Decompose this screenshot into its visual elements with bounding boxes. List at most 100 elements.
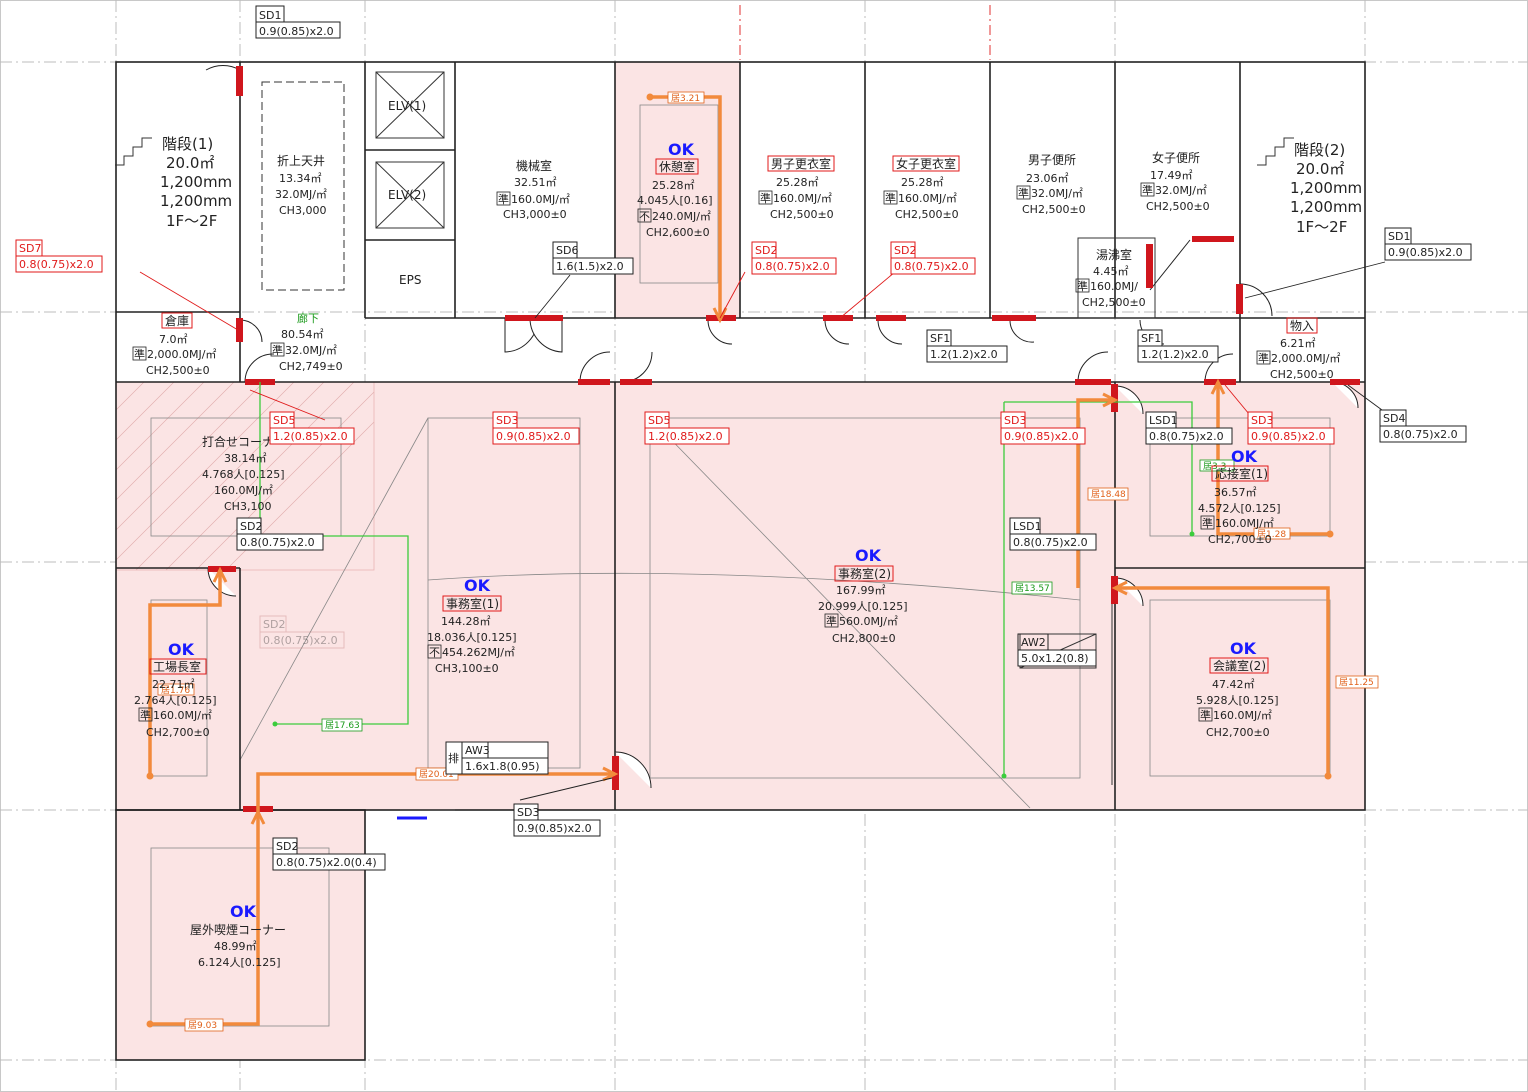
room-people: 2.764人[0.125] (134, 694, 217, 707)
door-tag-sd1b[interactable]: SD1 0.9(0.85)x2.0 (1384, 227, 1472, 261)
room-manager[interactable]: OK 工場長室 22.71㎡ 2.764人[0.125] 準 160.0MJ/㎡… (134, 640, 217, 739)
room-elv-1[interactable]: ELV(1) (388, 99, 426, 113)
room-name: ELV(2) (388, 188, 426, 202)
room-area: 6.21㎡ (1280, 337, 1316, 350)
door-tag-sf1a[interactable]: SF1 1.2(1.2)x2.0 (926, 329, 1008, 363)
room-ceiling-height: CH2,500±0 (1146, 200, 1210, 213)
svg-text:1.6x1.8(0.95): 1.6x1.8(0.95) (465, 760, 540, 773)
room-ceiling-height: CH3,000 (279, 204, 326, 217)
door-tag-sd3b[interactable]: SD3 0.9(0.85)x2.0 (1000, 411, 1086, 445)
room-kind: 準 (272, 343, 283, 357)
door-tag-sd3c[interactable]: SD3 0.9(0.85)x2.0 (1247, 411, 1335, 445)
room-area: 32.51㎡ (514, 176, 557, 189)
room-area: 38.14㎡ (224, 452, 267, 465)
door-tag-sd2c[interactable]: SD2 0.8(0.75)x2.0 (236, 517, 324, 551)
room-ceiling[interactable]: 折上天井 13.34㎡ 32.0MJ/㎡ CH3,000 (275, 153, 327, 217)
door-tag-sd6[interactable]: SD6 1.6(1.5)x2.0 (552, 241, 634, 275)
room-office-2[interactable]: OK 事務室(2) 167.99㎡ 20.999人[0.125] 準 560.0… (818, 546, 908, 645)
door-tag-sd5b[interactable]: SD5 1.2(0.85)x2.0 (644, 411, 730, 445)
door-tag-sd2d[interactable]: SD2 0.8(0.75)x2.0(0.4) (272, 837, 386, 871)
door-tag-sd2-ghost[interactable]: SD2 0.8(0.75)x2.0 (259, 615, 345, 649)
window-tag-aw2[interactable]: AW2 5.0x1.2(0.8) (1017, 633, 1097, 667)
room-kettle[interactable]: 湯沸室 4.45㎡ 準 160.0MJ/ CH2,500±0 (1075, 247, 1146, 309)
room-area: 47.42㎡ (1212, 678, 1255, 691)
door-tag-sf1b[interactable]: SF1 1.2(1.2)x2.0 (1137, 329, 1219, 363)
svg-text:SD3: SD3 (517, 806, 539, 819)
room-name: 機械室 (516, 158, 552, 173)
svg-text:0.8(0.75)x2.0: 0.8(0.75)x2.0 (1013, 536, 1088, 549)
room-female-toilet[interactable]: 女子便所 17.49㎡ 準 32.0MJ/㎡ CH2,500±0 (1140, 150, 1210, 213)
room-area: 48.99㎡ (214, 940, 257, 953)
window-tag-aw3[interactable]: 排 AW3 1.6x1.8(0.95) (445, 741, 549, 775)
room-kind: 準 (1202, 516, 1213, 530)
room-male-toilet[interactable]: 男子便所 23.06㎡ 準 32.0MJ/㎡ CH2,500±0 (1016, 153, 1086, 216)
room-ceiling-height: CH2,500±0 (1270, 368, 1334, 381)
door-tag-lsd1b[interactable]: LSD1 0.8(0.75)x2.0 (1009, 517, 1097, 551)
room-people: 18.036人[0.125] (427, 631, 517, 644)
door-tag-sd1a[interactable]: SD1 0.9(0.85)x2.0 (255, 5, 341, 39)
room-meeting-corner[interactable]: 打合せコーナー 38.14㎡ 4.768人[0.125] 160.0MJ/㎡ C… (202, 434, 286, 513)
svg-text:SD2: SD2 (755, 244, 777, 257)
svg-text:LSD1: LSD1 (1149, 414, 1178, 427)
room-male-locker[interactable]: 男子更衣室 25.28㎡ 準 160.0MJ/㎡ CH2,500±0 (758, 155, 835, 221)
room-ceiling-height: CH3,100±0 (435, 662, 499, 675)
door-tag-sd7[interactable]: SD7 0.8(0.75)x2.0 (15, 239, 103, 273)
svg-text:SD2: SD2 (276, 840, 298, 853)
route-tag: 居18.48 (1087, 487, 1129, 501)
room-name: 倉庫 (165, 313, 189, 328)
room-area: 23.06㎡ (1026, 172, 1069, 185)
route-tag: 居9.03 (184, 1018, 224, 1032)
room-kind: 準 (134, 347, 145, 361)
room-name: 屋外喫煙コーナー (190, 923, 286, 937)
room-stair-2[interactable]: 階段(2) 20.0㎡ 1,200mm 1,200mm 1F～2F (1290, 141, 1362, 236)
door-tag-sd4[interactable]: SD4 0.8(0.75)x2.0 (1379, 409, 1467, 443)
room-load: 32.0MJ/㎡ (1155, 184, 1207, 197)
room-eps[interactable]: EPS (399, 273, 421, 287)
door-tag-sd2b[interactable]: SD2 0.8(0.75)x2.0 (890, 241, 976, 275)
room-kind: 準 (1200, 708, 1211, 722)
room-office-1[interactable]: OK 事務室(1) 144.28㎡ 18.036人[0.125] 不 454.2… (427, 576, 517, 675)
room-name: 事務室(2) (838, 566, 891, 581)
room-reception[interactable]: OK 応接室(1) 36.57㎡ 4.572人[0.125] 準 160.0MJ… (1198, 447, 1281, 546)
room-smoking-corner[interactable]: OK 屋外喫煙コーナー 48.99㎡ 6.124人[0.125] (190, 902, 286, 969)
room-load: 560.0MJ/㎡ (839, 615, 898, 628)
door-tag-sd5a[interactable]: SD5 1.2(0.85)x2.0 (269, 411, 355, 445)
room-ceiling-height: CH2,500±0 (1082, 296, 1146, 309)
room-storage[interactable]: 倉庫 7.0㎡ 準 2,000.0MJ/㎡ CH2,500±0 (132, 312, 216, 377)
room-stair-1[interactable]: 階段(1) 20.0㎡ 1,200mm 1,200mm 1F～2F (160, 135, 232, 230)
room-area: 13.34㎡ (279, 172, 322, 185)
room-kind: 準 (1018, 186, 1029, 200)
room-kind: 準 (140, 708, 151, 722)
room-elv-2[interactable]: ELV(2) (388, 188, 426, 202)
room-female-locker[interactable]: 女子更衣室 25.28㎡ 準 160.0MJ/㎡ CH2,500±0 (883, 155, 960, 221)
room-rest[interactable]: OK 休憩室 25.28㎡ 4.045人[0.16] 不 240.0MJ/㎡ C… (637, 140, 713, 239)
route-tag: 居11.25 (1335, 675, 1379, 689)
door-tag-sd2a[interactable]: SD2 0.8(0.75)x2.0 (751, 241, 837, 275)
status-badge: OK (230, 902, 257, 921)
svg-text:SD3: SD3 (1251, 414, 1273, 427)
room-area: 4.45㎡ (1093, 265, 1129, 278)
room-load: 2,000.0MJ/㎡ (1271, 352, 1340, 365)
room-corridor[interactable]: 廊下 80.54㎡ 準 32.0MJ/㎡ CH2,749±0 (270, 311, 343, 373)
room-name: 応接室(1) (1215, 466, 1268, 481)
room-ceiling-height: CH2,500±0 (770, 208, 834, 221)
room-people: 6.124人[0.125] (198, 956, 281, 969)
door-tag-sd3a[interactable]: SD3 0.9(0.85)x2.0 (492, 411, 580, 445)
svg-text:居3.21: 居3.21 (671, 93, 700, 104)
svg-text:SD1: SD1 (1388, 230, 1410, 243)
room-name: 会議室(2) (1213, 658, 1266, 673)
room-name: 打合せコーナー (202, 434, 286, 449)
svg-text:居9.03: 居9.03 (188, 1020, 217, 1031)
room-meeting-2[interactable]: OK 会議室(2) 47.42㎡ 5.928人[0.125] 準 160.0MJ… (1196, 639, 1279, 739)
door-tag-lsd1a[interactable]: LSD1 0.8(0.75)x2.0 (1145, 411, 1233, 445)
room-name: 物入 (1290, 319, 1314, 333)
stair-width: 1,200mm (160, 173, 232, 191)
room-name: 廊下 (297, 311, 319, 325)
check-routes (259, 382, 1195, 779)
svg-text:LSD1: LSD1 (1013, 520, 1042, 533)
room-machine[interactable]: 機械室 32.51㎡ 準 160.0MJ/㎡ CH3,000±0 (496, 158, 570, 221)
room-storage-2[interactable]: 物入 6.21㎡ 準 2,000.0MJ/㎡ CH2,500±0 (1256, 317, 1340, 381)
svg-text:0.9(0.85)x2.0: 0.9(0.85)x2.0 (517, 822, 592, 835)
door-tag-sd3d[interactable]: SD3 0.9(0.85)x2.0 (513, 803, 601, 837)
